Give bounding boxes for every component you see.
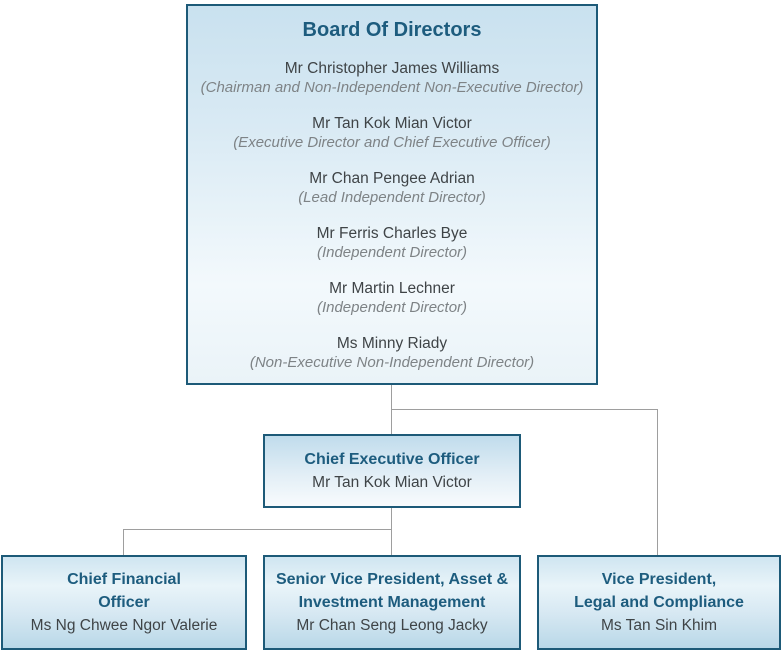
connector-board-to-vp-vertical: [657, 409, 658, 555]
board-of-directors-box: Board Of Directors Mr Christopher James …: [186, 4, 598, 385]
board-member-name: Mr Martin Lechner: [329, 280, 455, 297]
board-member-name: Mr Ferris Charles Bye: [316, 225, 468, 242]
cfo-name: Ms Ng Chwee Ngor Valerie: [30, 617, 218, 634]
vp-name: Ms Tan Sin Khim: [600, 617, 717, 634]
cfo-box: Chief Financial Officer Ms Ng Chwee Ngor…: [1, 555, 247, 650]
board-member-role: (Independent Director): [316, 299, 468, 316]
board-member-name: Mr Tan Kok Mian Victor: [312, 115, 472, 132]
board-member-role: (Non-Executive Non-Independent Director): [249, 354, 535, 371]
cfo-title: Chief Financial Officer: [67, 571, 181, 611]
ceo-name: Mr Tan Kok Mian Victor: [312, 474, 472, 491]
board-member-name: Mr Christopher James Williams: [284, 60, 500, 77]
board-members-list: Mr Christopher James Williams (Chairman …: [188, 59, 596, 372]
ceo-box: Chief Executive Officer Mr Tan Kok Mian …: [263, 434, 521, 508]
board-member-role: (Chairman and Non-Independent Non-Execut…: [200, 79, 584, 96]
connector-to-cfo-vertical: [123, 529, 124, 555]
connector-ceo-to-svp: [391, 508, 392, 555]
board-member-role: (Executive Director and Chief Executive …: [233, 134, 551, 151]
svp-asset-investment-box: Senior Vice President, Asset & Investmen…: [263, 555, 521, 650]
board-title: Board Of Directors: [302, 19, 482, 41]
connector-branch-left-horizontal: [123, 529, 392, 530]
svp-title: Senior Vice President, Asset & Investmen…: [275, 571, 509, 611]
connector-branch-right-horizontal: [391, 409, 658, 410]
board-member: Mr Martin Lechner (Independent Director): [188, 279, 596, 317]
vp-title: Vice President, Legal and Compliance: [574, 571, 744, 611]
board-member: Mr Tan Kok Mian Victor (Executive Direct…: [188, 114, 596, 152]
board-member-role: (Independent Director): [316, 244, 468, 261]
board-member-name: Ms Minny Riady: [336, 335, 448, 352]
board-member: Mr Chan Pengee Adrian (Lead Independent …: [188, 169, 596, 207]
board-member: Mr Christopher James Williams (Chairman …: [188, 59, 596, 97]
ceo-title: Chief Executive Officer: [304, 451, 480, 468]
vp-legal-compliance-box: Vice President, Legal and Compliance Ms …: [537, 555, 781, 650]
svp-name: Mr Chan Seng Leong Jacky: [296, 617, 488, 634]
board-member-role: (Lead Independent Director): [298, 189, 486, 206]
board-member: Ms Minny Riady (Non-Executive Non-Indepe…: [188, 334, 596, 372]
board-member: Mr Ferris Charles Bye (Independent Direc…: [188, 224, 596, 262]
board-member-name: Mr Chan Pengee Adrian: [309, 170, 475, 187]
